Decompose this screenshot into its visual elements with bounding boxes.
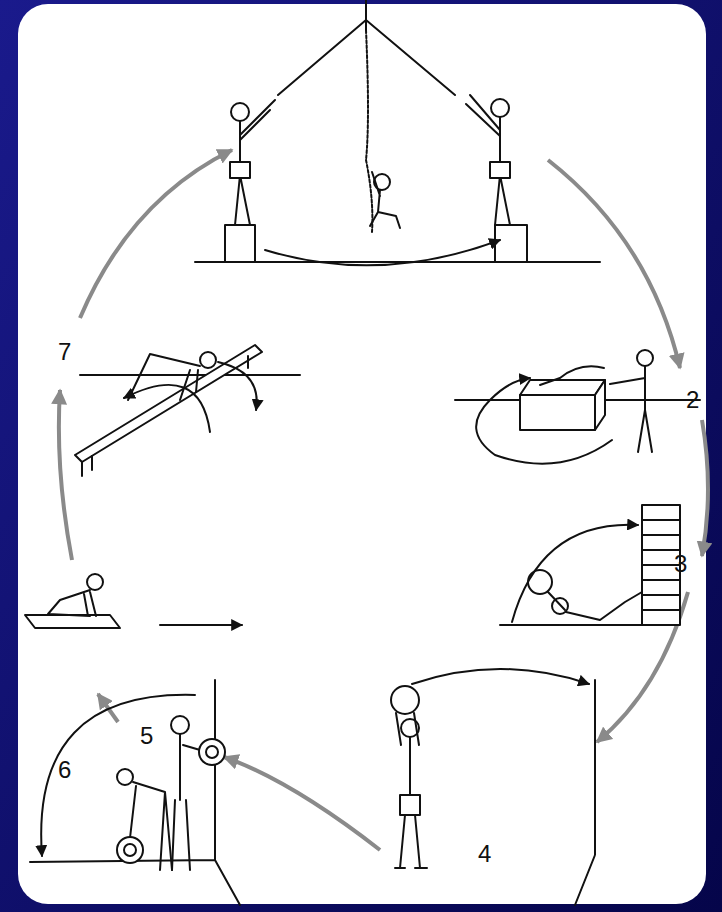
callout-number: 4 <box>478 840 491 868</box>
callout-number: 5 <box>140 722 153 750</box>
circuit-arrows <box>59 150 708 850</box>
callout-number: 6 <box>58 756 71 784</box>
callout-number: 3 <box>674 550 687 578</box>
station-drawings <box>25 0 700 905</box>
callout-number: 7 <box>58 338 71 366</box>
panel <box>18 4 706 904</box>
callout-number: 2 <box>686 386 699 414</box>
